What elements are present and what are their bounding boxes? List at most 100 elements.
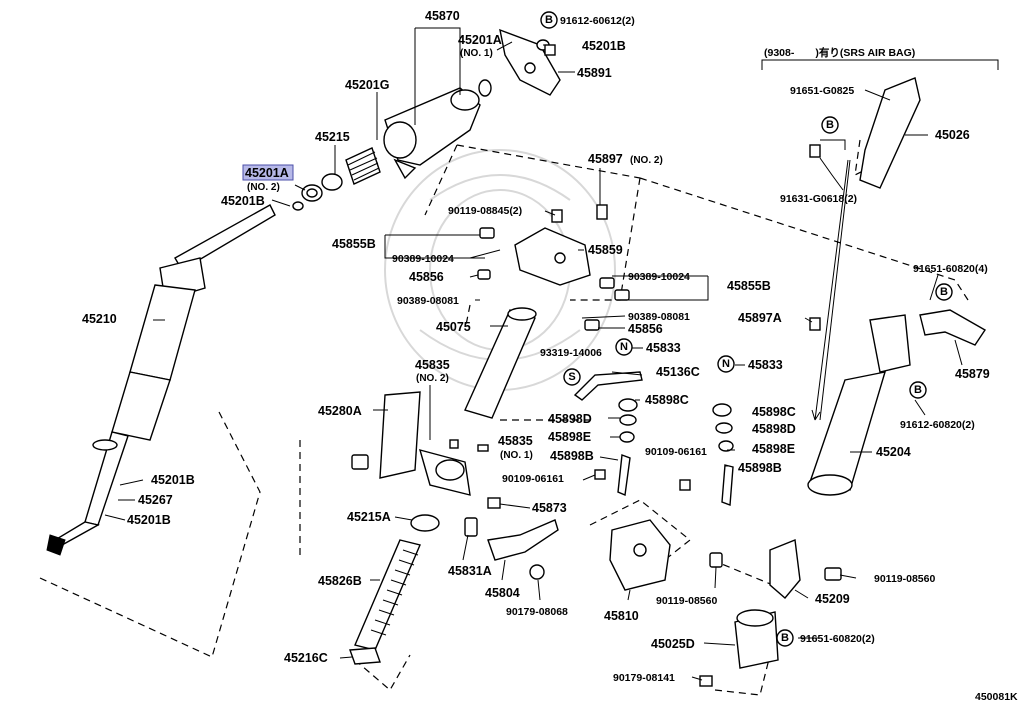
b-badge: B — [909, 381, 927, 399]
column-upper-housing — [383, 79, 492, 180]
part-label-91612-60612[interactable]: 91612-60612(2) — [560, 15, 635, 27]
part-sublabel: (NO. 1) — [500, 450, 533, 461]
part-labels: 45870 45201A (NO. 1) 91612-60612(2) 4520… — [82, 9, 1018, 703]
part-label-45891[interactable]: 45891 — [577, 66, 612, 80]
part-label-45201a-no2[interactable]: 45201A — [245, 166, 289, 180]
part-label-45898d[interactable]: 45898D — [548, 412, 592, 426]
main-steering-shaft — [46, 204, 276, 556]
part-label-45204[interactable]: 45204 — [876, 445, 911, 459]
part-label-45835-no2[interactable]: 45835 — [415, 358, 450, 372]
diagram-id: 450081K — [975, 691, 1018, 703]
part-label-45897a[interactable]: 45897A — [738, 311, 782, 325]
spring-assembly — [349, 514, 440, 665]
part-label-90389-10024[interactable]: 90389-10024 — [628, 271, 690, 283]
svg-text:B: B — [545, 14, 553, 26]
part-label-45215[interactable]: 45215 — [315, 130, 350, 144]
part-label-45209[interactable]: 45209 — [815, 592, 850, 606]
s-badge: S — [563, 368, 581, 386]
part-label-91612-60820[interactable]: 91612-60820(2) — [900, 419, 975, 431]
part-label-45859[interactable]: 45859 — [588, 243, 623, 257]
part-label-45136c[interactable]: 45136C — [656, 365, 700, 379]
part-label-45873[interactable]: 45873 — [532, 501, 567, 515]
part-label-45210[interactable]: 45210 — [82, 312, 117, 326]
part-sublabel: (NO. 2) — [630, 155, 663, 166]
part-label-45201b[interactable]: 45201B — [582, 39, 626, 53]
n-badge: N — [615, 338, 633, 356]
part-label-90179-08141[interactable]: 90179-08141 — [613, 672, 675, 684]
srs-airbag-note: (9308- )有り(SRS AIR BAG) — [764, 46, 915, 59]
svg-text:B: B — [940, 286, 948, 298]
part-label-45810[interactable]: 45810 — [604, 609, 639, 623]
top-left-bearings — [292, 147, 381, 211]
badges: B B B B B N N S — [540, 11, 953, 647]
svg-text:B: B — [781, 632, 789, 644]
part-label-91651-60820-4[interactable]: 91651-60820(4) — [913, 263, 988, 275]
svg-text:N: N — [620, 341, 628, 353]
srs-bracket — [761, 59, 999, 70]
b-badge: B — [776, 629, 794, 647]
n-badge: N — [717, 355, 735, 373]
part-label-90389-10024[interactable]: 90389-10024 — [392, 253, 454, 265]
part-label-45216c[interactable]: 45216C — [284, 651, 328, 665]
part-label-90109-06161[interactable]: 90109-06161 — [502, 473, 564, 485]
part-label-45831a[interactable]: 45831A — [448, 564, 492, 578]
lower-column-tube — [464, 307, 537, 419]
part-label-45897[interactable]: 45897 — [588, 152, 623, 166]
small-switch-parts — [449, 44, 734, 509]
part-label-90179-08068[interactable]: 90179-08068 — [506, 606, 568, 618]
part-label-90389-08081[interactable]: 90389-08081 — [628, 311, 690, 323]
part-label-45201b[interactable]: 45201B — [151, 473, 195, 487]
part-label-93319-14006[interactable]: 93319-14006 — [540, 347, 602, 359]
part-label-45267[interactable]: 45267 — [138, 493, 173, 507]
part-label-45201g[interactable]: 45201G — [345, 78, 389, 92]
srs-column-parts — [807, 77, 986, 496]
part-label-45856[interactable]: 45856 — [628, 322, 663, 336]
part-label-45075[interactable]: 45075 — [436, 320, 471, 334]
part-label-45025d[interactable]: 45025D — [651, 637, 695, 651]
part-label-91651-60820[interactable]: 91651-60820(2) — [800, 633, 875, 645]
part-label-45856[interactable]: 45856 — [409, 270, 444, 284]
part-label-45201a-no1[interactable]: 45201A — [458, 33, 502, 47]
part-label-45898c[interactable]: 45898C — [645, 393, 689, 407]
part-sublabel: (NO. 2) — [247, 182, 280, 193]
b-badge: B — [540, 11, 558, 29]
part-label-45898c[interactable]: 45898C — [752, 405, 796, 419]
part-label-45215a[interactable]: 45215A — [347, 510, 391, 524]
dashed-group-outlines — [39, 139, 969, 696]
part-label-45280a[interactable]: 45280A — [318, 404, 362, 418]
part-label-45201b[interactable]: 45201B — [127, 513, 171, 527]
part-label-91651-g0825[interactable]: 91651-G0825 — [790, 85, 854, 97]
part-label-45898b[interactable]: 45898B — [550, 449, 594, 463]
svg-text:B: B — [826, 119, 834, 131]
part-label-45826b[interactable]: 45826B — [318, 574, 362, 588]
part-label-45835-no1[interactable]: 45835 — [498, 434, 533, 448]
part-label-45898b[interactable]: 45898B — [738, 461, 782, 475]
tilt-bracket-assembly — [351, 391, 471, 496]
part-label-45201b[interactable]: 45201B — [221, 194, 265, 208]
part-label-45855b[interactable]: 45855B — [332, 237, 376, 251]
part-label-90119-08560[interactable]: 90119-08560 — [656, 595, 717, 607]
part-label-45898d[interactable]: 45898D — [752, 422, 796, 436]
b-badge: B — [821, 116, 839, 134]
part-label-45898e[interactable]: 45898E — [752, 442, 795, 456]
part-label-45855b[interactable]: 45855B — [727, 279, 771, 293]
part-label-45833[interactable]: 45833 — [646, 341, 681, 355]
part-sublabel: (NO. 2) — [416, 373, 449, 384]
part-label-90119-08560[interactable]: 90119-08560 — [874, 573, 935, 585]
selected-part-highlight — [242, 164, 294, 181]
part-label-45026[interactable]: 45026 — [935, 128, 970, 142]
part-label-90119-08845[interactable]: 90119-08845(2) — [448, 205, 522, 217]
part-label-45833[interactable]: 45833 — [748, 358, 783, 372]
part-label-45898e[interactable]: 45898E — [548, 430, 591, 444]
part-label-91631-g0618[interactable]: 91631-G0618(2) — [780, 193, 857, 205]
tilt-lever — [499, 28, 561, 96]
part-sublabel: (NO. 1) — [460, 48, 493, 59]
part-label-45879[interactable]: 45879 — [955, 367, 990, 381]
part-label-45804[interactable]: 45804 — [485, 586, 520, 600]
lower-joint-parts — [699, 539, 842, 687]
part-label-45870[interactable]: 45870 — [425, 9, 460, 23]
b-badge: B — [935, 283, 953, 301]
part-label-90109-06161[interactable]: 90109-06161 — [645, 446, 707, 458]
part-label-90389-08081[interactable]: 90389-08081 — [397, 295, 459, 307]
